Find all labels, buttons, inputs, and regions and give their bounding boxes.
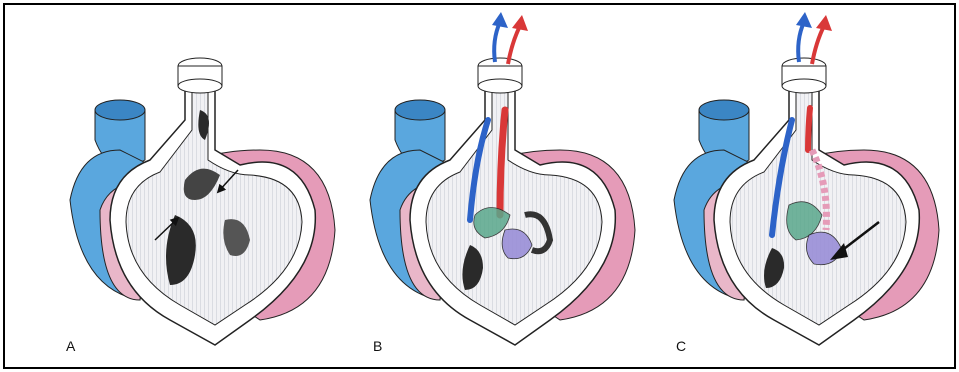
- blue-flow-arrow-icon: [494, 22, 500, 62]
- red-flow-arrow-icon: [508, 26, 520, 64]
- panel-label-c: C: [676, 338, 686, 354]
- panel-a: [70, 58, 335, 345]
- panel-b: [370, 12, 635, 345]
- panel-label-a: A: [66, 338, 75, 354]
- panel-c: [674, 12, 939, 345]
- panel-label-b: B: [373, 338, 382, 354]
